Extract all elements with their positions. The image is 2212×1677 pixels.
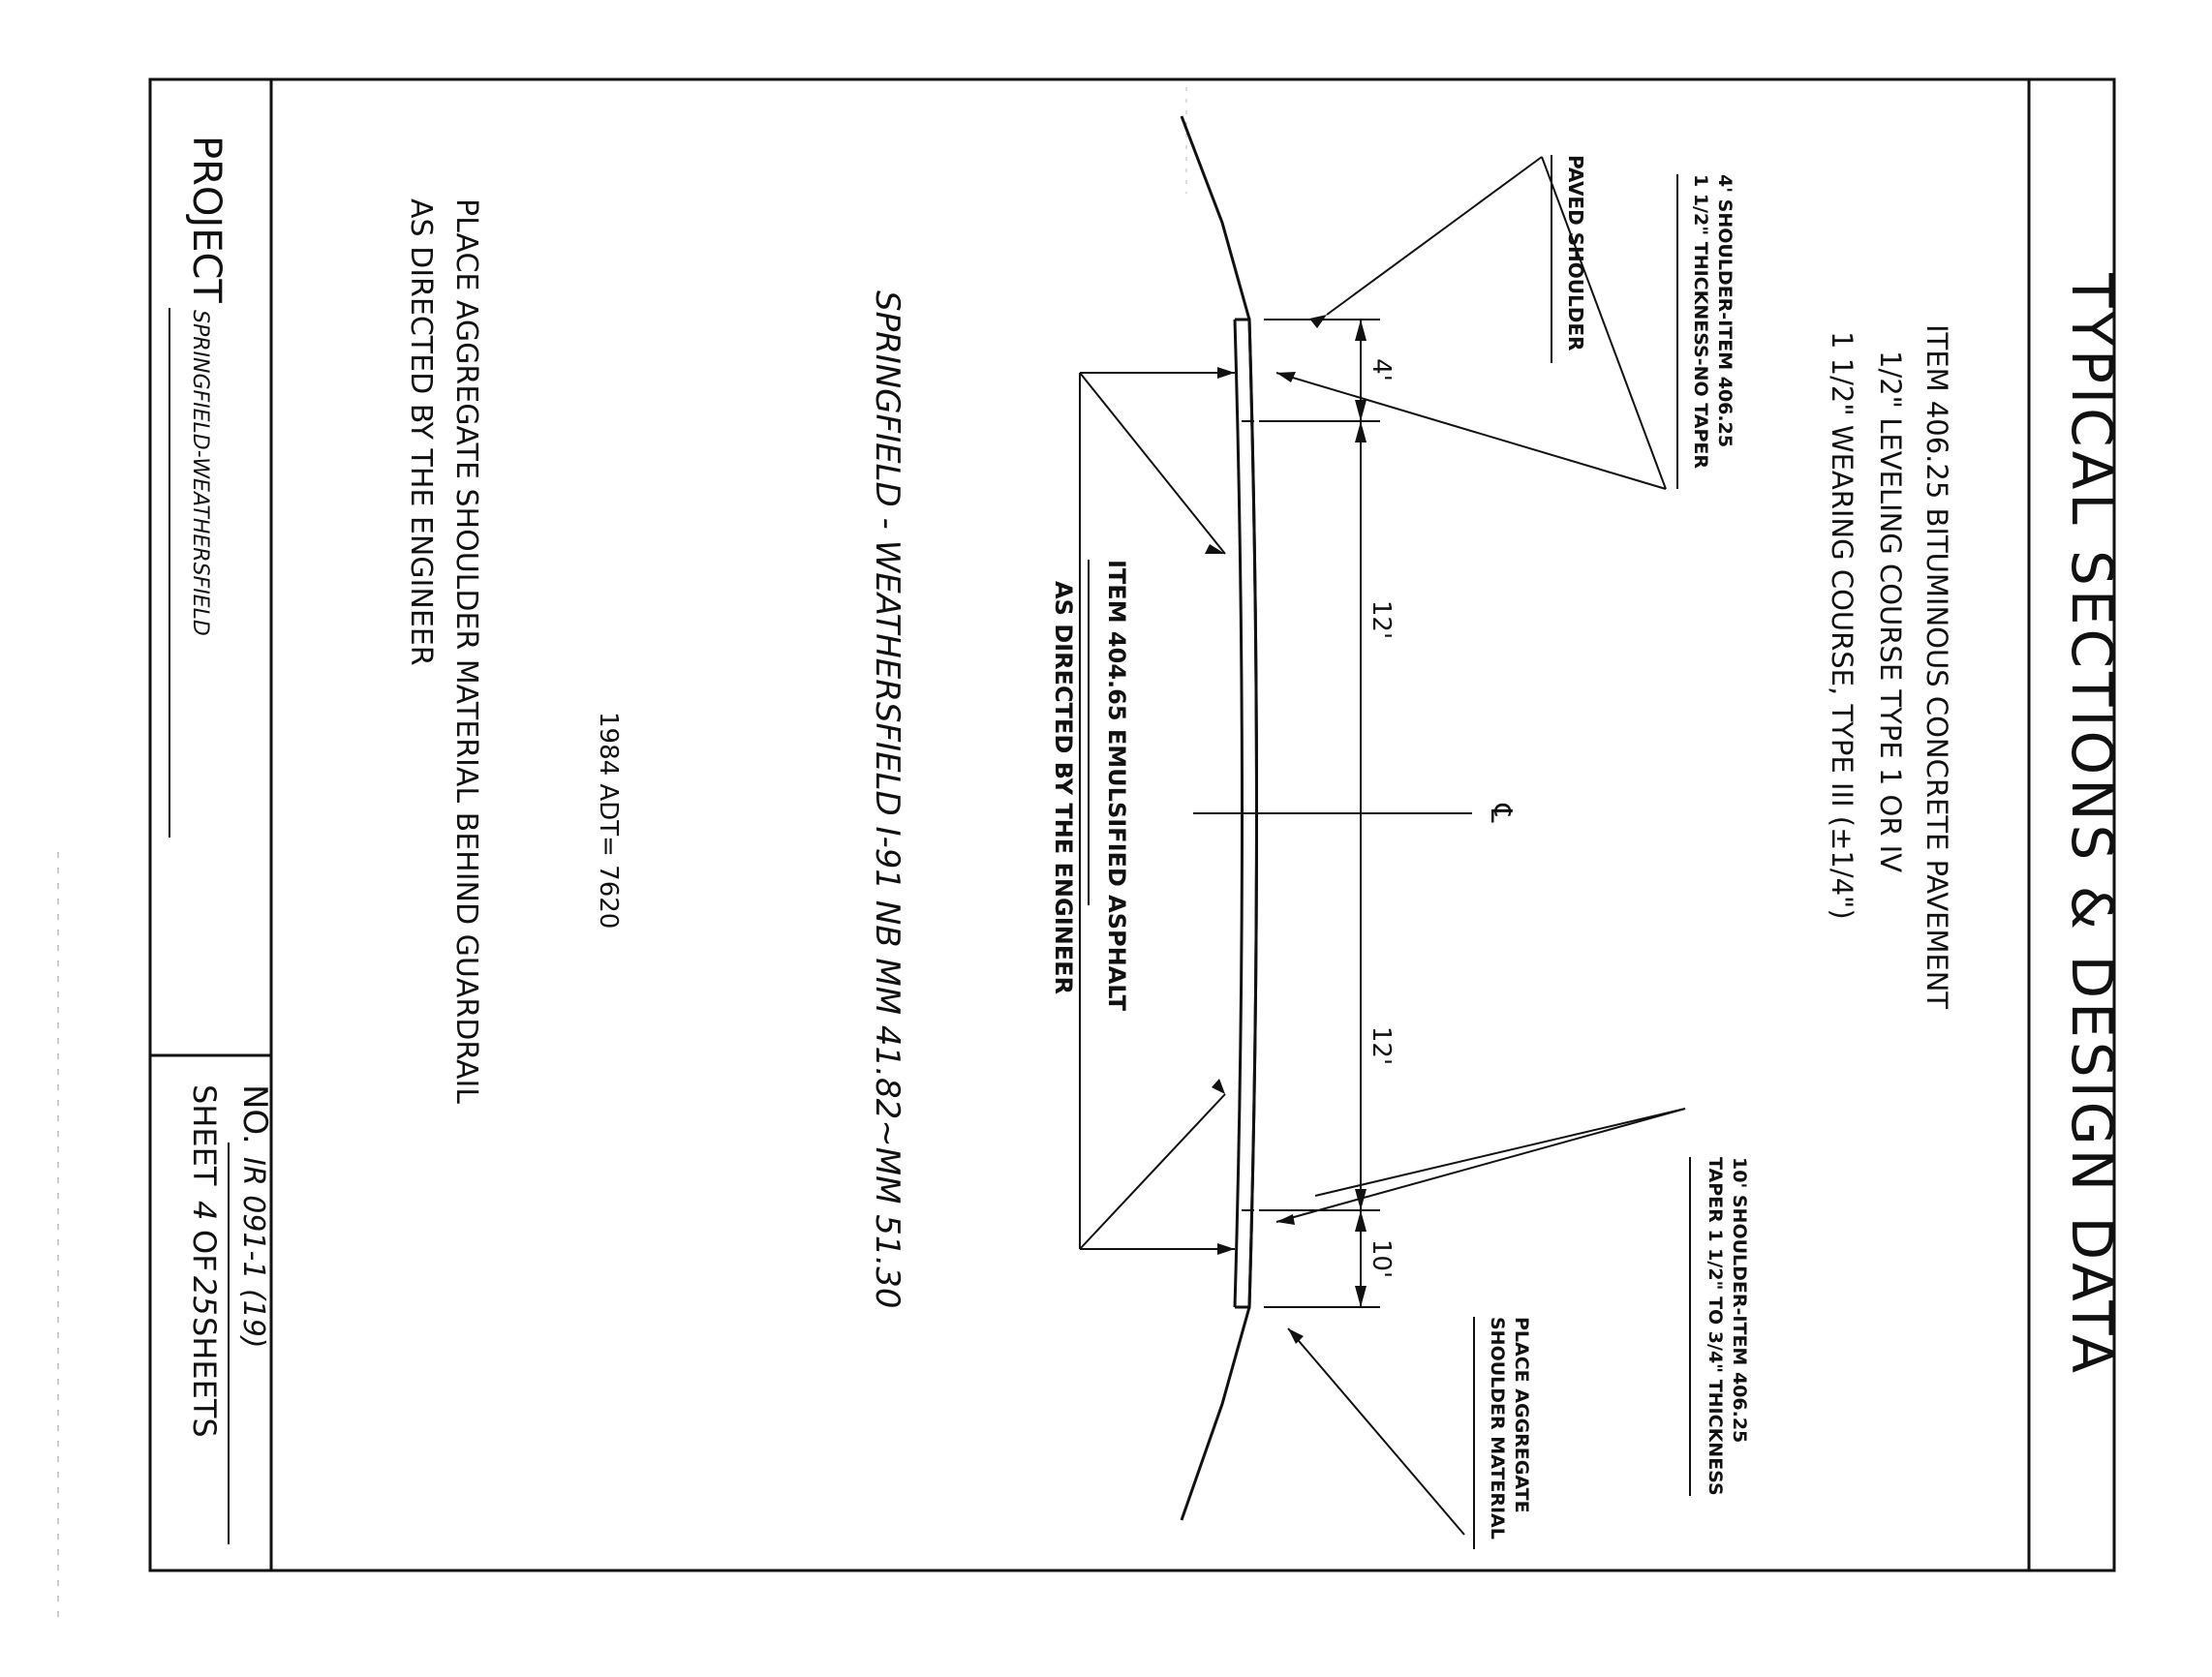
project-name: SPRINGFIELD-WEATHERSFIELD — [188, 310, 212, 636]
wearing-course: 1 1/2" WEARING COURSE, TYPE III (±1/4") — [1826, 331, 1859, 920]
dim-12ft-left: 12' — [1367, 600, 1396, 639]
pavement-bottom — [1233, 319, 1244, 1308]
sheet-title: TYPICAL SECTIONS & DESIGN DATA — [2059, 272, 2125, 1377]
sheets-label: SHEETS — [186, 1317, 223, 1438]
guardrail-note-2: AS DIRECTED BY THE ENGINEER — [404, 198, 438, 666]
total-sheets: 25 — [186, 1276, 223, 1316]
left-shoulder-note: 4' SHOULDER-ITEM 406.25 — [1714, 174, 1736, 447]
sheet-label: SHEET — [186, 1084, 223, 1186]
pavement-top — [1235, 318, 1258, 1309]
pavement-item: ITEM 406.25 BITUMINOUS CONCRETE PAVEMENT — [1920, 324, 1953, 1009]
sheet-border — [148, 77, 2116, 1572]
left-shoulder-thickness: 1 1/2" THICKNESS-NO TAPER — [1690, 174, 1711, 469]
leader-arrows — [1205, 315, 1327, 1344]
adt-note: 1984 ADT= 7620 — [594, 712, 623, 929]
location-note: SPRINGFIELD - WEATHERSFIELD I-91 NB MM 4… — [868, 290, 906, 1309]
right-shoulder-taper: TAPER 1 1/2" TO 3/4" THICKNESS — [1705, 1157, 1726, 1496]
number-label: NO. — [235, 1084, 274, 1144]
aggregate-note-2: SHOULDER MATERIAL — [1487, 1317, 1508, 1540]
right-shoulder-note: 10' SHOULDER-ITEM 406.25 — [1729, 1157, 1750, 1443]
emulsified-directed: AS DIRECTED BY THE ENGINEER — [1050, 581, 1077, 994]
leveling-course: 1/2" LEVELING COURSE TYPE 1 OR IV — [1874, 351, 1907, 872]
ground-line — [1180, 115, 1258, 1521]
emulsified-asphalt-note: ITEM 404.65 EMULSIFIED ASPHALT — [1103, 560, 1130, 1012]
dim-10ft: 10' — [1367, 1239, 1396, 1278]
dim-4ft: 4' — [1367, 358, 1396, 381]
aggregate-note: PLACE AGGREGATE — [1511, 1317, 1532, 1513]
centerline-symbol: ℄ — [1484, 803, 1518, 822]
project-number: IR 091-1 (19) — [236, 1157, 270, 1349]
dim-12ft-right: 12' — [1367, 1026, 1396, 1065]
guardrail-note: PLACE AGGREGATE SHOULDER MATERIAL BEHIND… — [449, 198, 483, 1104]
leader-lines — [1079, 156, 1686, 1536]
sheet-number: 4 — [186, 1201, 223, 1220]
of-label: OF — [186, 1230, 223, 1272]
project-label: PROJECT — [184, 136, 229, 303]
paved-shoulder-label: PAVED SHOULDER — [1564, 155, 1587, 351]
